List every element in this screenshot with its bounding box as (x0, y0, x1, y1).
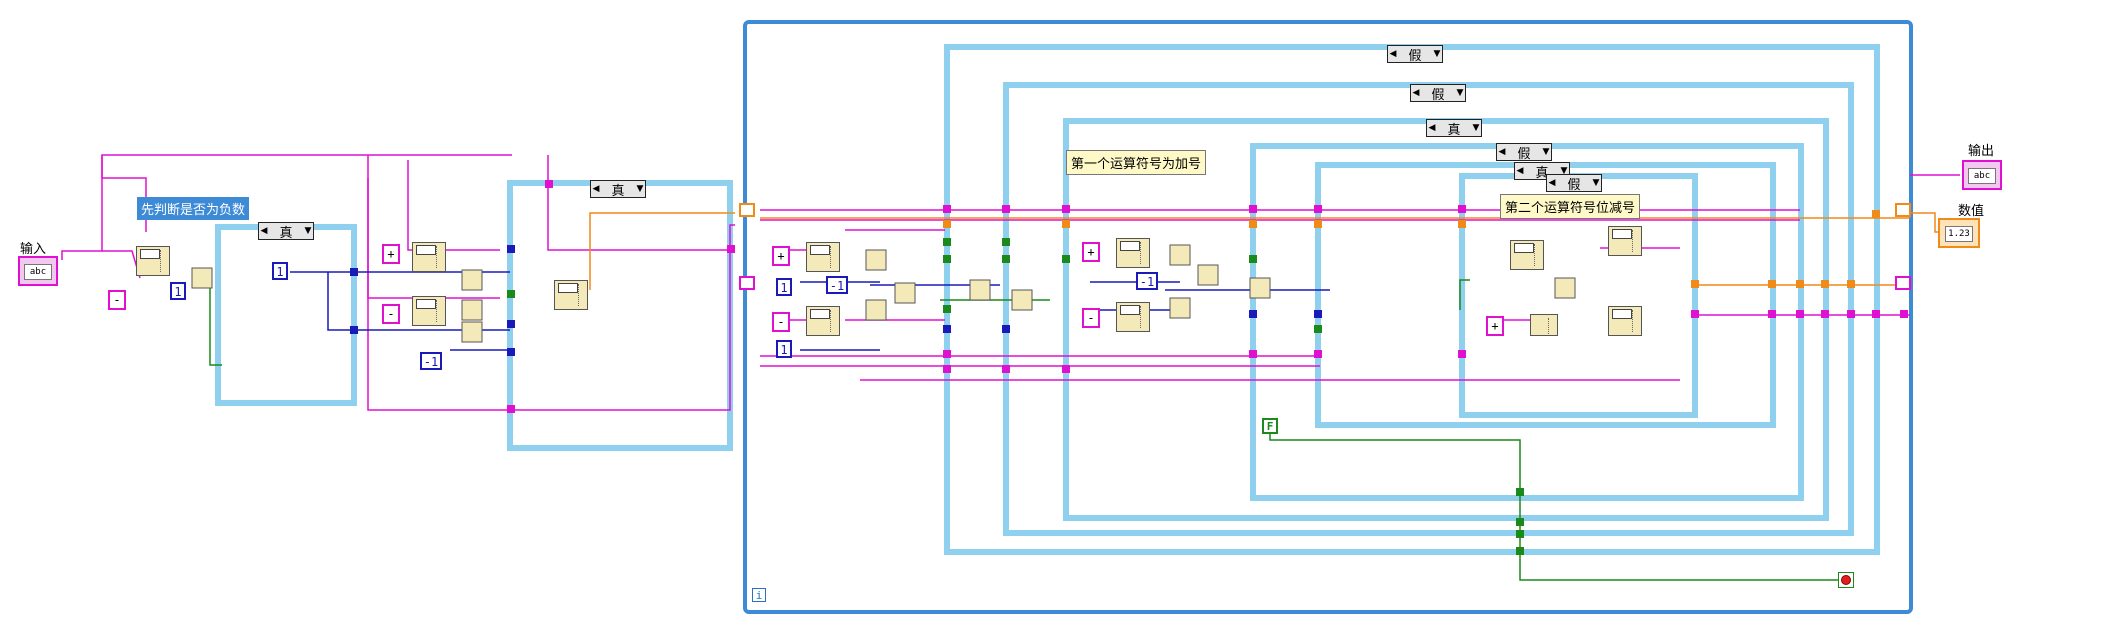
case-selector-value: 真 (1535, 165, 1549, 181)
case-selector-1[interactable]: ◀ 假 ▼ (1387, 45, 1443, 64)
match-pattern-function[interactable] (1116, 238, 1150, 268)
output-label: 输出 (1968, 144, 1995, 159)
case-selector-value: 假 (1408, 48, 1422, 64)
case-prev-icon[interactable]: ◀ (1498, 147, 1506, 157)
numeric-constant-neg-one[interactable]: -1 (1136, 272, 1158, 290)
case-structure-3[interactable] (1063, 118, 1829, 521)
case-prev-icon[interactable]: ◀ (1412, 88, 1420, 98)
case-structure-second[interactable] (507, 180, 733, 451)
case-selector-2[interactable]: ◀ 假 ▼ (1410, 84, 1466, 103)
match-pattern-function[interactable] (806, 242, 840, 272)
minus-string-constant[interactable]: - (1082, 308, 1100, 328)
case-next-icon[interactable]: ▼ (304, 226, 312, 236)
number-indicator[interactable]: 1.23 (1938, 218, 1980, 248)
build-array-function[interactable] (1530, 314, 1558, 336)
fract-exp-string-to-number-function[interactable] (554, 280, 588, 310)
numeric-wires (290, 271, 1330, 351)
stop-condition-icon[interactable] (1838, 572, 1854, 588)
comment-first-op-plus[interactable]: 第一个运算符号为加号 (1066, 150, 1207, 175)
input-control[interactable]: abc (18, 256, 58, 286)
case-prev-icon[interactable]: ◀ (1548, 178, 1556, 188)
case-selector-second[interactable]: ◀ 真 ▼ (590, 180, 646, 199)
numeric-constant-neg-one[interactable]: -1 (420, 352, 442, 370)
iteration-terminal: i (752, 588, 766, 602)
case-next-icon[interactable]: ▼ (1542, 147, 1550, 157)
case-next-icon[interactable]: ▼ (1456, 88, 1464, 98)
plus-string-constant[interactable]: + (1082, 242, 1100, 262)
number-label: 数值 (1958, 204, 1985, 219)
numeric-constant-one[interactable]: 1 (776, 340, 792, 358)
case-selector-4[interactable]: ◀ 假 ▼ (1496, 143, 1552, 162)
number-terminal: 1.23 (1945, 226, 1973, 242)
while-loop-frame[interactable] (743, 20, 1913, 614)
case-next-icon[interactable]: ▼ (1472, 123, 1480, 133)
minus-string-constant[interactable]: - (108, 290, 126, 310)
case-prev-icon[interactable]: ◀ (1428, 123, 1436, 133)
minus-string-constant[interactable]: - (382, 304, 400, 324)
match-pattern-function[interactable] (412, 242, 446, 272)
numeric-constant-one[interactable]: 1 (272, 262, 288, 280)
case-next-icon[interactable]: ▼ (1433, 49, 1441, 59)
case-selector-value: 假 (1517, 146, 1531, 162)
case-selector-value: 假 (1567, 177, 1581, 193)
case-selector-value: 假 (1431, 87, 1445, 103)
match-pattern-function[interactable] (412, 296, 446, 326)
case-next-icon[interactable]: ▼ (1592, 178, 1600, 188)
false-constant[interactable]: F (1262, 418, 1278, 434)
shift-registers (739, 203, 1911, 290)
number-to-string-function[interactable] (1608, 226, 1642, 256)
tunnels (350, 180, 1908, 555)
numeric-constant-one[interactable]: 1 (170, 282, 186, 300)
case-prev-icon[interactable]: ◀ (260, 226, 268, 236)
output-terminal: abc (1968, 168, 1996, 184)
comment-negative-check[interactable]: 先判断是否为负数 (137, 197, 250, 220)
plus-string-constant[interactable]: + (1486, 316, 1504, 336)
case-prev-icon[interactable]: ◀ (1389, 49, 1397, 59)
match-pattern-function[interactable] (806, 306, 840, 336)
output-indicator[interactable]: abc (1962, 160, 2002, 190)
case-prev-icon[interactable]: ◀ (1516, 166, 1524, 176)
fract-exp-string-to-number-function[interactable] (1510, 240, 1544, 270)
plus-string-constant[interactable]: + (772, 246, 790, 266)
input-label: 输入 (20, 242, 47, 257)
match-pattern-function[interactable] (1116, 302, 1150, 332)
minus-string-constant[interactable]: - (772, 312, 790, 332)
numeric-constant-neg-one[interactable]: -1 (826, 276, 848, 294)
match-pattern-function[interactable] (136, 246, 170, 276)
string-wires (61, 154, 1960, 411)
comment-second-op-minus[interactable]: 第二个运算符号位减号 (1500, 194, 1641, 219)
input-terminal: abc (24, 264, 52, 280)
case-next-icon[interactable]: ▼ (1560, 166, 1568, 176)
numeric-constant-one[interactable]: 1 (776, 278, 792, 296)
case-selector-value: 真 (279, 225, 293, 241)
case-structure-negative-check[interactable] (215, 224, 357, 406)
case-selector-6[interactable]: ◀ 假 ▼ (1546, 174, 1602, 193)
case-selector-value: 真 (1447, 122, 1461, 138)
orange-wires (589, 212, 1960, 290)
case-next-icon[interactable]: ▼ (636, 184, 644, 194)
plus-string-constant[interactable]: + (382, 244, 400, 264)
case-prev-icon[interactable]: ◀ (592, 184, 600, 194)
concatenate-strings-function[interactable] (1608, 306, 1642, 336)
boolean-wires (209, 279, 1840, 581)
primitives (191, 244, 1576, 343)
case-selector-negative-check[interactable]: ◀ 真 ▼ (258, 222, 314, 241)
case-selector-value: 真 (611, 183, 625, 199)
case-selector-3[interactable]: ◀ 真 ▼ (1426, 119, 1482, 138)
